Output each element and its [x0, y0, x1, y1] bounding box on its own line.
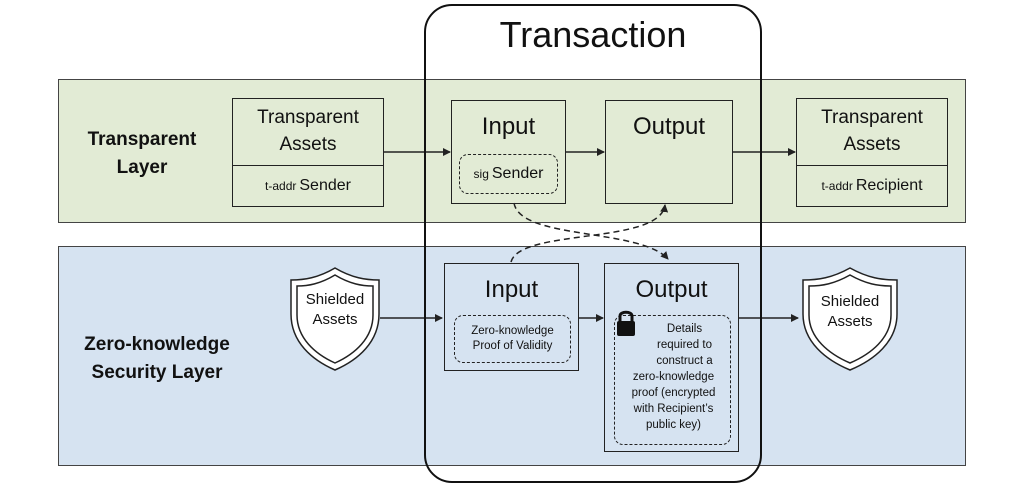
transparent-input-title: Input [481, 113, 536, 140]
shield-source-line2: Assets [312, 311, 358, 328]
recipient-address: t-addr Recipient [821, 177, 923, 194]
sender-address: t-addr Sender [265, 177, 351, 194]
shield-source-line1: Shielded [305, 291, 365, 308]
transparent-layer-label: Transparent Layer [87, 129, 197, 178]
lock-icon [617, 310, 635, 336]
shield-icon [290, 267, 380, 371]
shielded-assets-destination: Shielded Assets [800, 266, 900, 372]
transparent-output-title: Output [632, 113, 706, 140]
shield-dest-line1: Shielded [820, 293, 880, 310]
zk-output-details: Details required to construct a zero-kno… [614, 315, 731, 445]
transparent-assets-line1: Transparent [257, 107, 359, 128]
transparent-output-box: Output [605, 100, 733, 204]
transparent-assets-sender-box: Transparent Assets t-addr Sender [232, 98, 384, 207]
recipient-assets-line1: Transparent [821, 107, 923, 128]
dashed-transparent-input-to-zk-output [513, 202, 669, 260]
zk-proof-of-validity: Zero-knowledge Proof of Validity [454, 315, 571, 363]
transparent-input-box: Input sig Sender [451, 100, 566, 204]
shield-dest-line2: Assets [827, 313, 873, 330]
transparent-assets-line2: Assets [279, 134, 337, 155]
zk-output-box: Output Details required to construct a z… [604, 263, 739, 452]
sender-signature: sig Sender [459, 154, 558, 194]
transaction-frame [424, 4, 762, 483]
transaction-title: Transaction [499, 14, 687, 55]
zk-output-title: Output [635, 276, 708, 303]
zk-input-box: Input Zero-knowledge Proof of Validity [444, 263, 579, 371]
shielded-assets-source: Shielded Assets [288, 266, 382, 372]
zk-input-title: Input [484, 276, 539, 303]
recipient-assets-line2: Assets [843, 134, 901, 155]
transparent-layer-band [58, 79, 966, 223]
shield-icon [802, 267, 898, 371]
transparent-assets-recipient-box: Transparent Assets t-addr Recipient [796, 98, 948, 207]
dashed-zk-input-to-transparent-output [510, 204, 669, 263]
zk-layer-label: Zero-knowledge Security Layer [84, 334, 230, 383]
